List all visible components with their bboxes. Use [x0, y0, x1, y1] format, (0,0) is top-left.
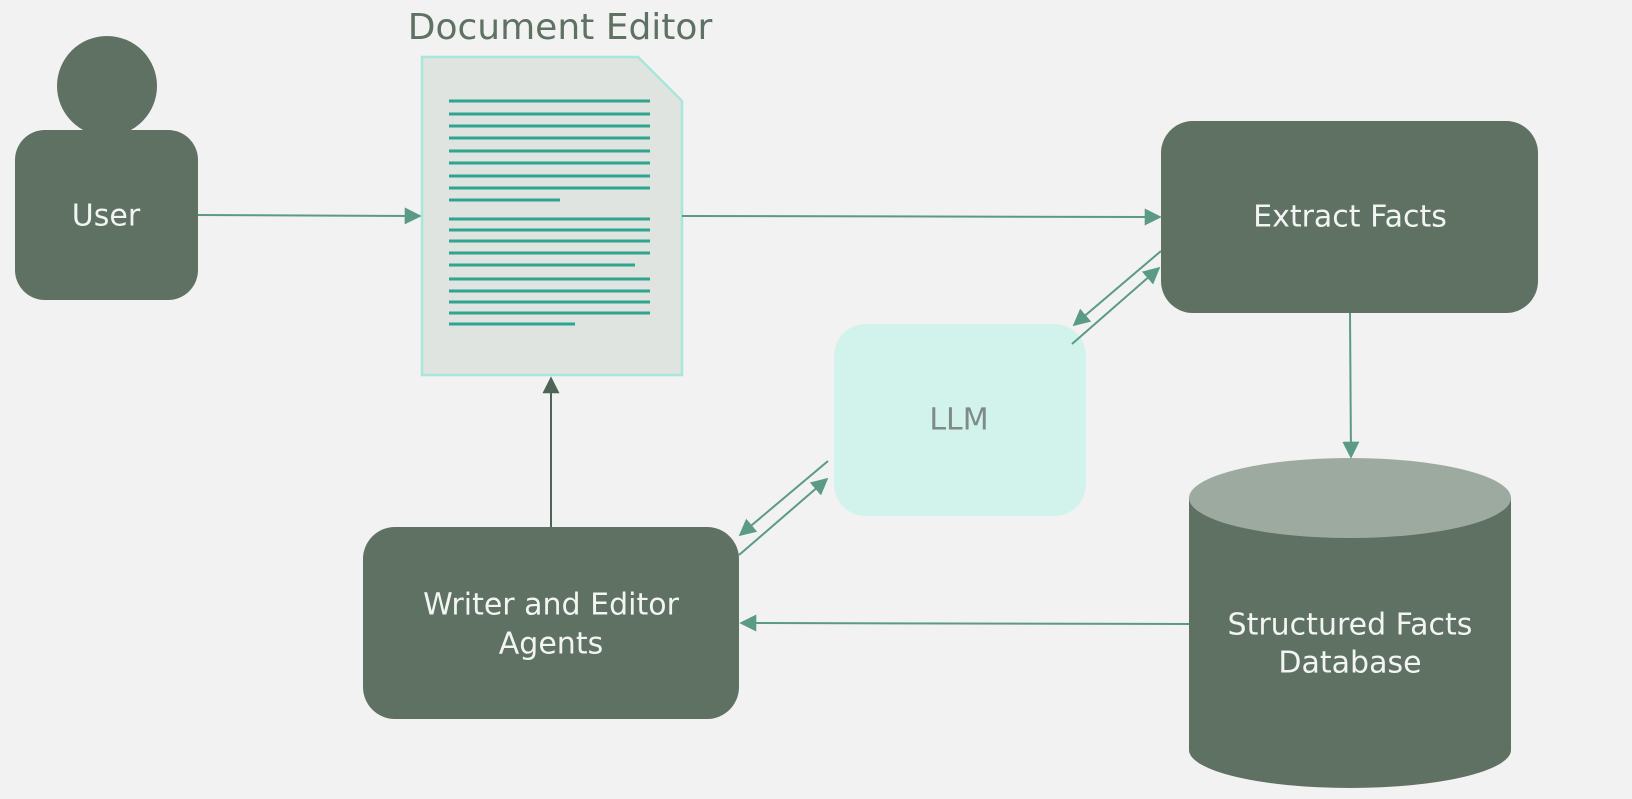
connectors: [197, 207, 1360, 632]
arrow-extract-to-database: [1342, 312, 1360, 459]
document-editor-node[interactable]: Document Editor: [408, 7, 713, 377]
arrow-writer-to-llm: [738, 477, 829, 556]
extract-facts-box: [1161, 121, 1538, 313]
document-text-lines: [449, 99, 650, 326]
arrow-llm-to-extract: [1071, 266, 1161, 345]
arrow-extract-to-llm: [1072, 250, 1162, 327]
database-label-line2: Database: [1278, 646, 1421, 681]
writer-editor-agents-node[interactable]: Writer and Editor Agents: [363, 527, 739, 719]
document-icon: [420, 55, 684, 377]
user-node[interactable]: User: [15, 36, 198, 300]
person-icon: [57, 36, 157, 136]
extract-facts-node[interactable]: Extract Facts: [1161, 121, 1538, 313]
llm-box: [834, 324, 1086, 516]
llm-node[interactable]: LLM: [834, 324, 1086, 516]
writer-editor-label-line2: Agents: [499, 627, 603, 662]
document-editor-title: Document Editor: [408, 7, 713, 48]
user-body: [15, 130, 198, 300]
writer-editor-box: [363, 527, 739, 719]
arrow-llm-to-writer: [738, 460, 829, 537]
writer-editor-label-line1: Writer and Editor: [423, 588, 680, 623]
structured-facts-database-node[interactable]: Structured Facts Database: [1189, 458, 1511, 788]
llm-label: LLM: [929, 403, 988, 438]
arrow-document-to-extract: [681, 208, 1162, 226]
database-icon: [1189, 498, 1511, 788]
arrow-user-to-document: [197, 207, 422, 225]
extract-facts-label: Extract Facts: [1253, 200, 1447, 235]
arrow-database-to-writer: [739, 614, 1190, 632]
user-label: User: [72, 199, 141, 234]
database-label-line1: Structured Facts: [1228, 608, 1473, 643]
database-top: [1189, 458, 1511, 538]
